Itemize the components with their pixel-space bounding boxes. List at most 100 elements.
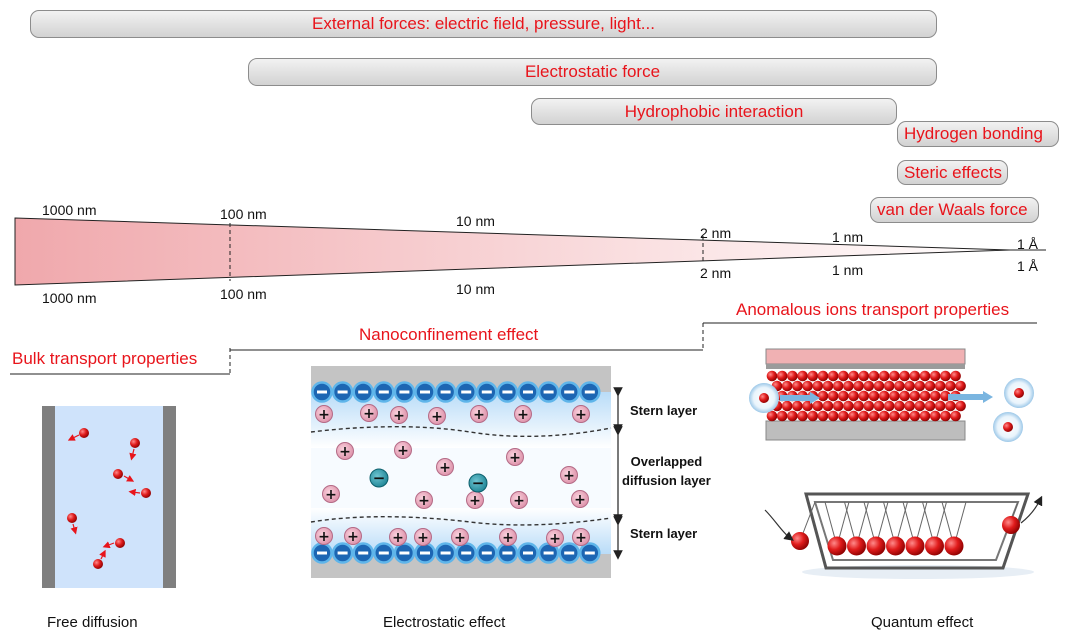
- external-forces-label: External forces: electric field, pressur…: [312, 14, 655, 33]
- scale-top-1nm: 1 nm: [832, 229, 864, 245]
- lattice-ion: [899, 410, 910, 422]
- lattice-ion: [812, 400, 824, 412]
- lattice-ion: [934, 380, 946, 392]
- cation-sign: +: [502, 530, 514, 546]
- lattice-ion: [781, 380, 793, 392]
- lattice-ion: [863, 400, 875, 412]
- lattice-ion: [929, 370, 941, 382]
- cradle-ball: [925, 536, 944, 556]
- scale-top-100nm: 100 nm: [220, 206, 267, 222]
- lattice-ion: [878, 390, 890, 402]
- lattice-ion: [776, 410, 788, 422]
- steric-effects-bar: Steric effects: [897, 160, 1008, 185]
- lattice-ion: [940, 370, 951, 382]
- cation: [572, 405, 590, 423]
- lattice-ion: [924, 380, 936, 392]
- steric-effects-label: Steric effects: [904, 162, 1002, 182]
- cation: [360, 404, 378, 422]
- lattice-ion: [848, 370, 859, 382]
- lattice-ion: [899, 370, 910, 382]
- lattice-ion: [817, 370, 829, 382]
- free-ions: [67, 428, 151, 569]
- hydrophobic-interaction-bar: Hydrophobic interaction: [531, 98, 897, 125]
- lattice-ion: [945, 380, 956, 392]
- hydrophobic-interaction-label: Hydrophobic interaction: [624, 101, 804, 121]
- lattice-ion: [945, 400, 956, 412]
- lattice-ion: [812, 380, 824, 392]
- lattice-ion: [950, 370, 961, 382]
- cation-sign: +: [318, 529, 330, 545]
- stern-layer-top-label: Stern layer: [630, 403, 698, 418]
- cation: [499, 528, 517, 546]
- electrostatic-panel: +++++++++++++++++++++++++ −−: [310, 366, 612, 578]
- lattice-ion: [827, 410, 839, 422]
- lattice-ion: [792, 380, 803, 392]
- lattice-ion: [934, 400, 946, 412]
- scale-top-1a: 1 Å: [1017, 236, 1039, 252]
- cation-sign: +: [347, 529, 359, 545]
- scale-bottom-100nm: 100 nm: [220, 286, 267, 302]
- cation: [560, 466, 578, 484]
- lattice-ion: [914, 400, 926, 412]
- lattice-ion: [889, 390, 900, 402]
- cation-sign: +: [574, 492, 586, 508]
- anions: −−: [369, 468, 488, 493]
- cation-sign: +: [397, 443, 409, 459]
- anion-sign: −: [472, 474, 485, 492]
- lattice-ion: [838, 410, 849, 422]
- cation: [506, 448, 524, 466]
- lattice-ion: [787, 370, 798, 382]
- lattice-ion: [919, 390, 931, 402]
- external-forces-bar: External forces: electric field, pressur…: [30, 10, 937, 38]
- lattice-ion: [838, 370, 849, 382]
- van-der-waals-bar: van der Waals force: [870, 197, 1039, 223]
- lattice-ion: [858, 370, 870, 382]
- lattice-ion: [873, 380, 885, 392]
- lattice-ion: [868, 410, 880, 422]
- anomalous-transport-label: Anomalous ions transport properties: [736, 300, 1010, 319]
- cation-sign: +: [363, 406, 375, 422]
- newtons-cradle: [764, 492, 1043, 579]
- cation-sign: +: [393, 408, 405, 424]
- lattice-ion: [894, 380, 905, 392]
- cation-sign: +: [575, 407, 587, 423]
- lattice-ion: [955, 380, 966, 392]
- cation: [322, 485, 340, 503]
- lattice-ion: [807, 410, 819, 422]
- lattice-ion: [929, 410, 941, 422]
- bulk-transport-label: Bulk transport properties: [12, 349, 198, 368]
- cation-sign: +: [473, 407, 485, 423]
- cradle-ball: [905, 536, 925, 556]
- cation: [571, 490, 589, 508]
- free-diffusion-caption: Free diffusion: [47, 614, 138, 631]
- cradle-ball: [944, 536, 964, 556]
- electrostatic-effect-caption: Electrostatic effect: [383, 614, 506, 631]
- lattice-ion: [766, 410, 778, 422]
- cation: [414, 528, 432, 546]
- lattice-ion: [797, 410, 808, 422]
- cation: [451, 528, 469, 546]
- scale-bottom-10nm: 10 nm: [456, 281, 495, 297]
- cation: [315, 405, 333, 423]
- lattice-ion: [787, 410, 798, 422]
- lattice-ion: [914, 380, 926, 392]
- cation: [546, 529, 564, 547]
- lattice-ion: [807, 370, 819, 382]
- hydrogen-bonding-bar: Hydrogen bonding: [897, 121, 1059, 147]
- lattice-ion: [894, 400, 905, 412]
- lattice-ion: [817, 390, 829, 402]
- cation-sign: +: [513, 493, 525, 509]
- cation-sign: +: [318, 407, 330, 423]
- cation-sign: +: [417, 530, 429, 546]
- cation: [344, 527, 362, 545]
- lattice-ion: [909, 390, 921, 402]
- cations: +++++++++++++++++++++++++: [315, 404, 590, 547]
- negative-wall-charges-bottom: [311, 542, 601, 564]
- lattice-ion: [883, 380, 895, 392]
- lattice-ion: [929, 390, 941, 402]
- lattice-ion: [904, 380, 915, 392]
- scale-top-2nm: 2 nm: [700, 225, 732, 241]
- cation-sign: +: [418, 493, 430, 509]
- lattice-ion: [909, 370, 921, 382]
- free-diffusion-panel: [42, 406, 176, 588]
